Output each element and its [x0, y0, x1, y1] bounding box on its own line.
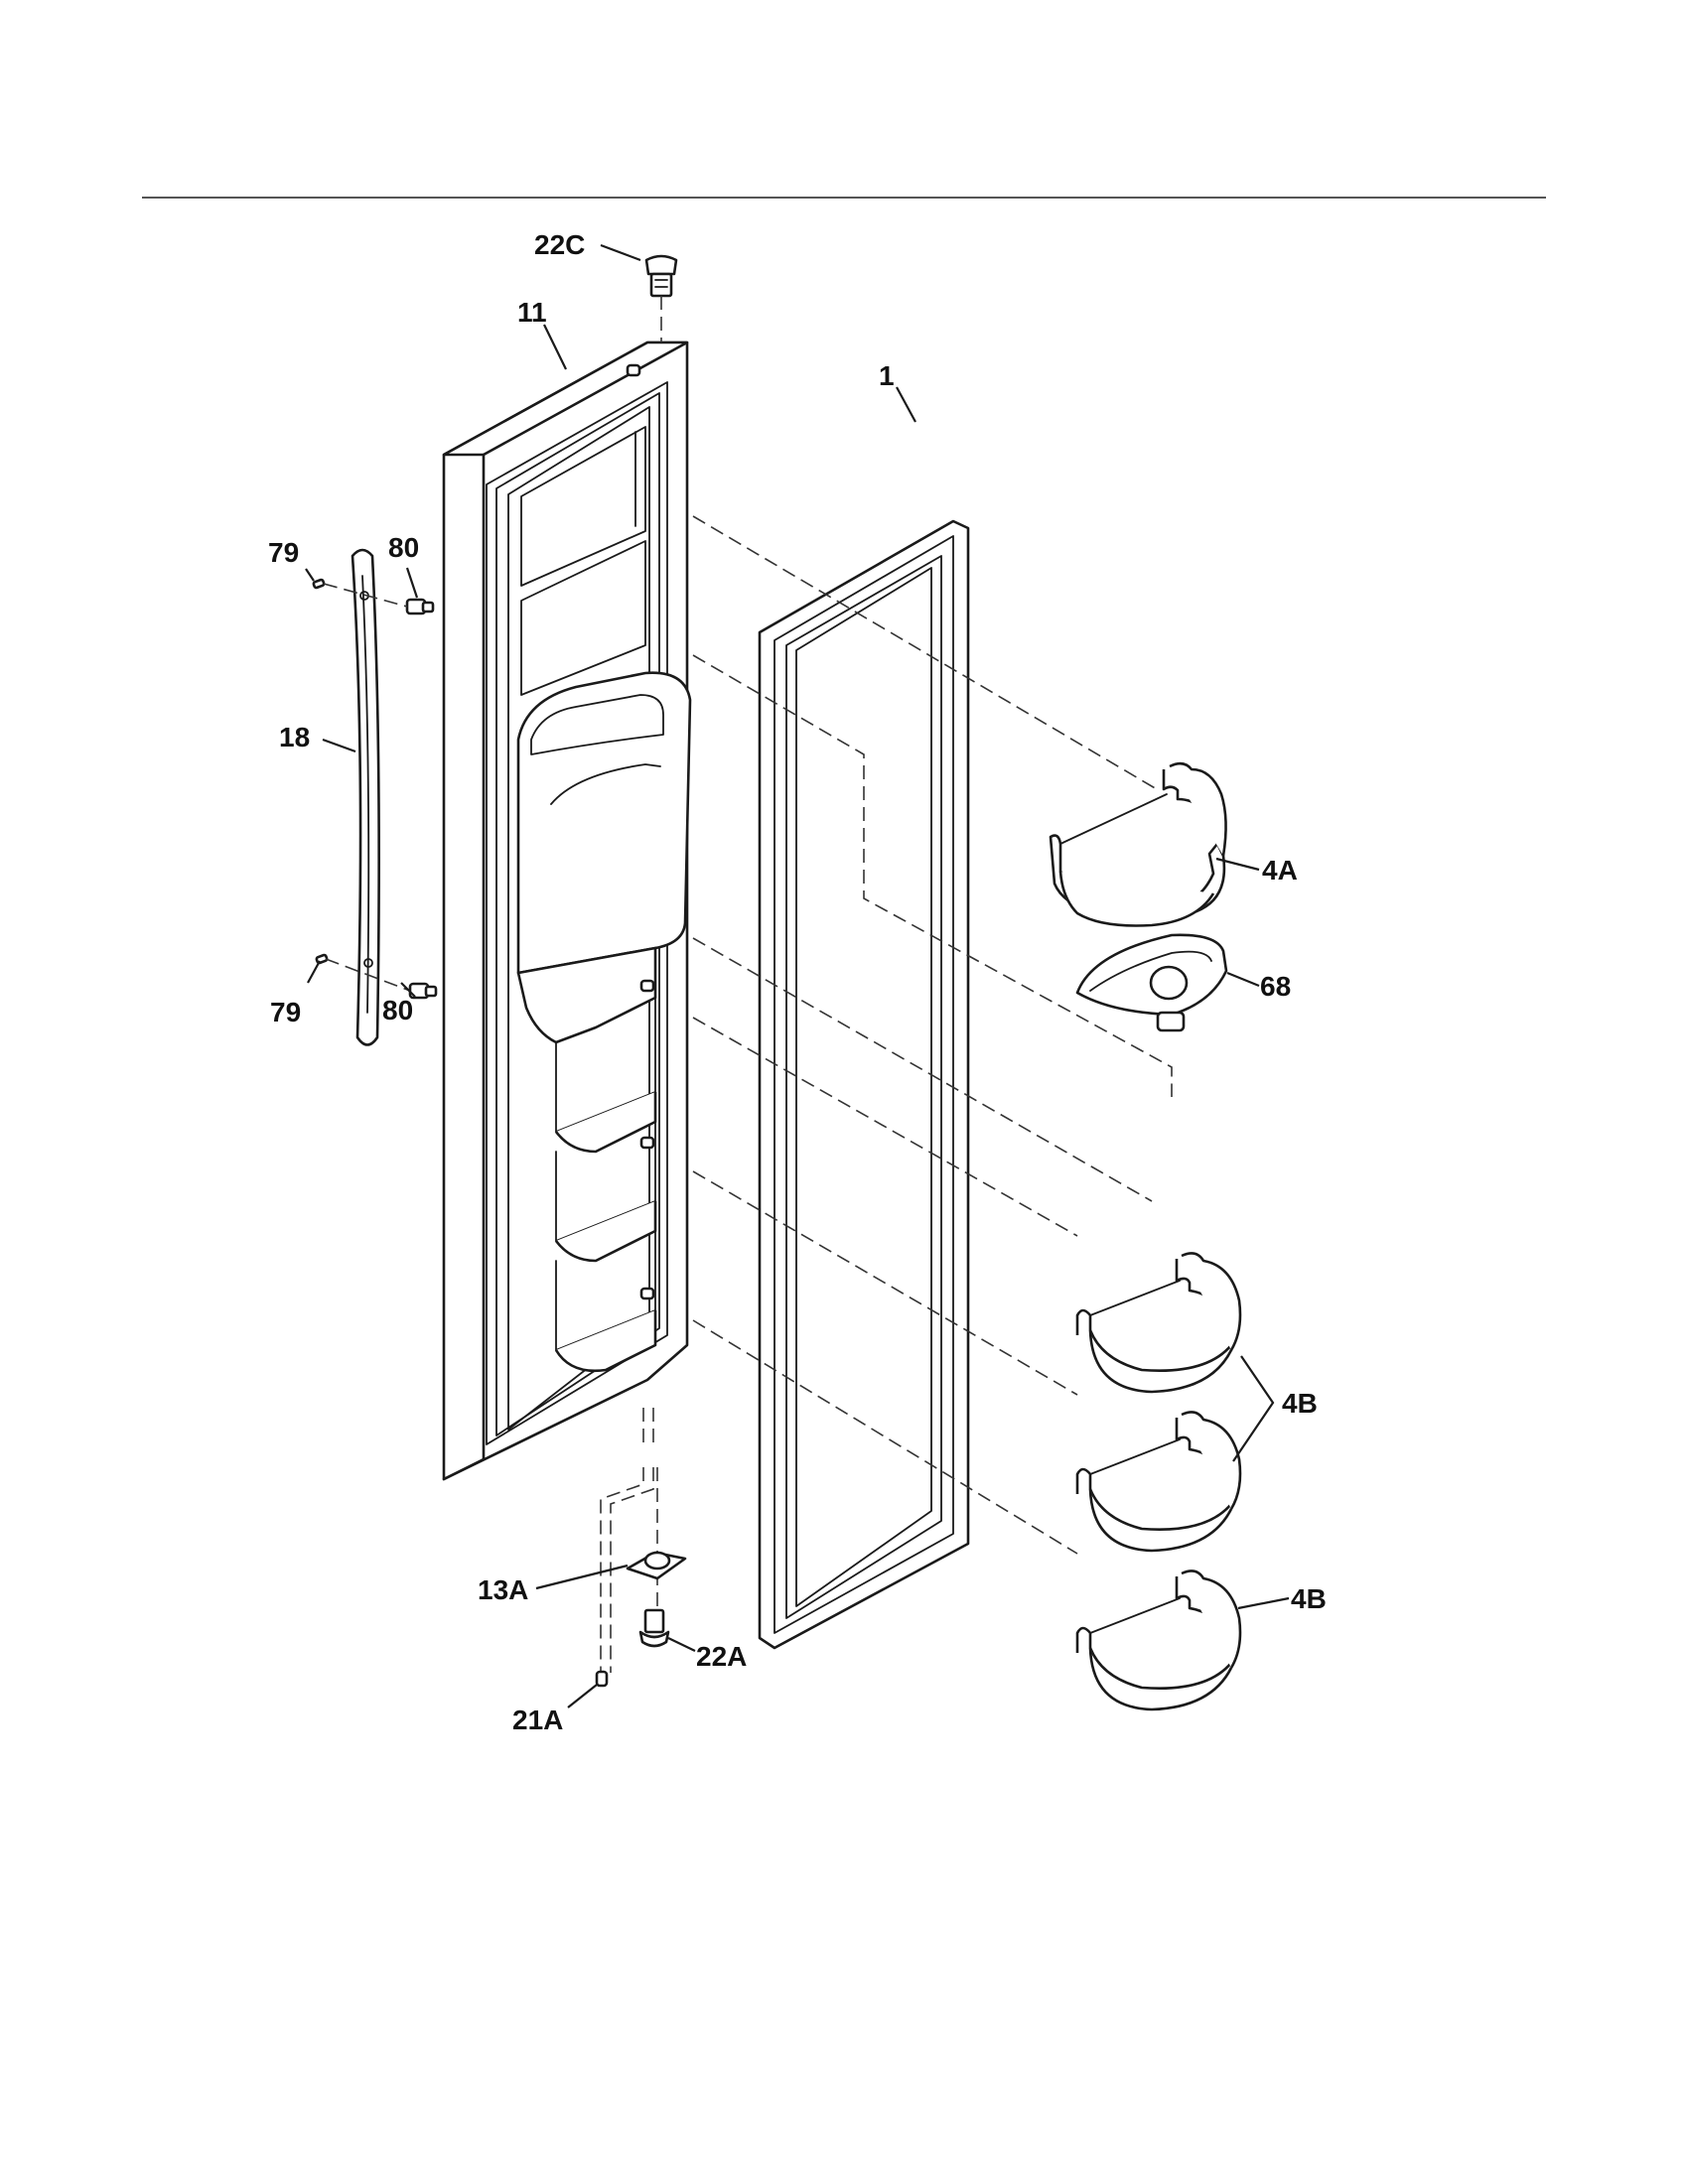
callout-80-bottom: 80: [382, 995, 413, 1025]
callout-22c: 22C: [534, 229, 585, 260]
leader-lines: [305, 243, 1290, 1708]
stud-80-top: [405, 598, 435, 615]
callout-68: 68: [1260, 971, 1291, 1002]
screw-21a: [595, 1670, 609, 1688]
hinge-pin-22a: [638, 1608, 670, 1648]
callout-79-top: 79: [268, 537, 299, 568]
callout-22a: 22A: [696, 1641, 747, 1672]
door-gasket-1: [758, 519, 970, 1650]
callout-4b-single: 4B: [1291, 1583, 1327, 1614]
callout-labels: 22C 11 1 79 80 18 79 80 4A 68 4B 4B 13A …: [268, 229, 1327, 1735]
door-bin-4b-lower: [1075, 1570, 1242, 1711]
hinge-pin-22c: [644, 254, 678, 298]
door-handle-18: [351, 548, 380, 1046]
callout-79-bottom: 79: [270, 997, 301, 1027]
ice-cup-68: [1075, 933, 1228, 1032]
door-liner-11: [442, 341, 692, 1481]
callout-80-top: 80: [388, 532, 419, 563]
callout-18: 18: [279, 722, 310, 752]
assembly-lines: [600, 515, 1173, 1673]
door-bin-4b-middle: [1075, 1411, 1242, 1553]
callout-1: 1: [879, 360, 895, 391]
callout-21a: 21A: [512, 1705, 563, 1735]
hinge-bracket-13a: [626, 1551, 687, 1580]
door-bin-4b-upper: [1075, 1252, 1242, 1394]
callout-11: 11: [517, 297, 547, 328]
callout-4a: 4A: [1262, 855, 1298, 886]
callout-4b-pair: 4B: [1282, 1388, 1318, 1419]
callout-13a: 13A: [478, 1574, 528, 1605]
screw-79-top: [312, 578, 326, 590]
door-bin-4a: [1049, 761, 1227, 927]
liner-pegs: [626, 363, 655, 1300]
